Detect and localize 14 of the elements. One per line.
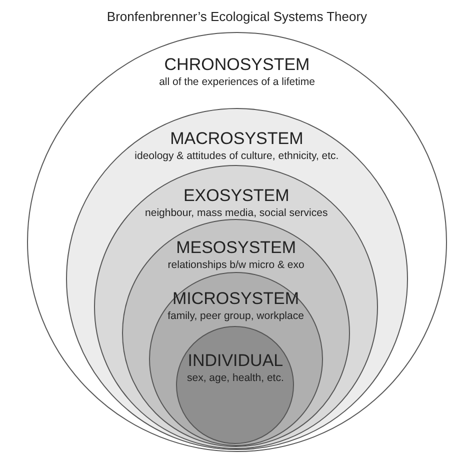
system-description: neighbour, mass media, social services	[145, 206, 328, 220]
circle	[176, 326, 294, 444]
system-description: sex, age, health, etc.	[186, 370, 284, 385]
system-description: family, peer group, workplace	[168, 308, 304, 323]
system-heading: MESOSYSTEM	[176, 238, 296, 258]
system-description: ideology & attitudes of culture, ethnicity, etc.	[134, 149, 339, 164]
system-description: relationships b/w micro & exo	[168, 258, 304, 272]
system-description: all of the experiences of a lifetime	[159, 75, 315, 89]
system-heading: CHRONOSYSTEM	[164, 55, 310, 75]
diagram-title: Bronfenbrenner’s Ecological Systems Theory	[106, 9, 368, 24]
system-heading: INDIVIDUAL	[188, 350, 284, 371]
system-heading: EXOSYSTEM	[183, 186, 290, 206]
system-heading: MACROSYSTEM	[170, 129, 304, 150]
system-heading: MICROSYSTEM	[172, 288, 300, 309]
